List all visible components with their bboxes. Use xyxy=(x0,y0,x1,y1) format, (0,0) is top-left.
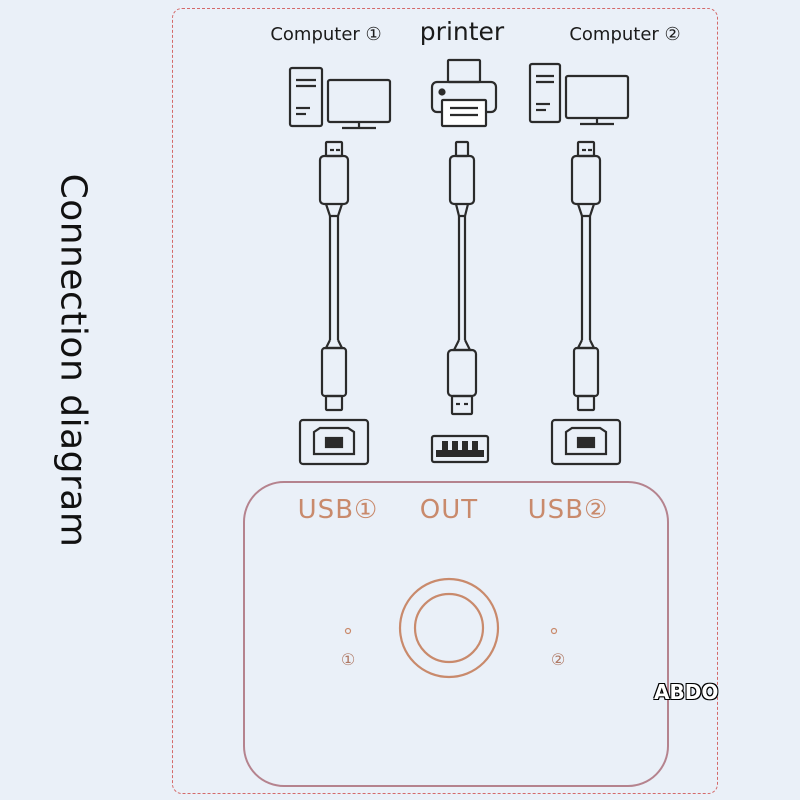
usb-1-port-label: USB① xyxy=(297,495,379,525)
led-2-dot xyxy=(550,627,558,635)
usb-cable-out xyxy=(446,140,478,416)
printer-icon xyxy=(430,58,498,128)
usb-b-port-1 xyxy=(298,418,370,466)
led-1-label: ① xyxy=(340,650,356,669)
switch-button-inner xyxy=(413,592,485,664)
diagram-panel xyxy=(172,8,718,794)
computer-2-icon xyxy=(528,62,630,126)
switch-box xyxy=(243,481,669,787)
led-1-dot xyxy=(344,627,352,635)
watermark-logo: ABDO xyxy=(654,680,719,704)
computer-1-label: Computer ① xyxy=(270,24,382,45)
usb-cable-1 xyxy=(318,140,350,412)
switch-button-outer xyxy=(398,577,500,679)
computer-2-label: Computer ② xyxy=(569,24,681,45)
printer-label: printer xyxy=(419,17,505,46)
led-2-label: ② xyxy=(550,650,566,669)
out-port-label: OUT xyxy=(419,495,479,525)
usb-2-port-label: USB② xyxy=(527,495,609,525)
usb-cable-2 xyxy=(570,140,602,412)
computer-1-icon xyxy=(288,66,392,130)
usb-a-port-out xyxy=(430,434,490,464)
usb-b-port-2 xyxy=(550,418,622,466)
